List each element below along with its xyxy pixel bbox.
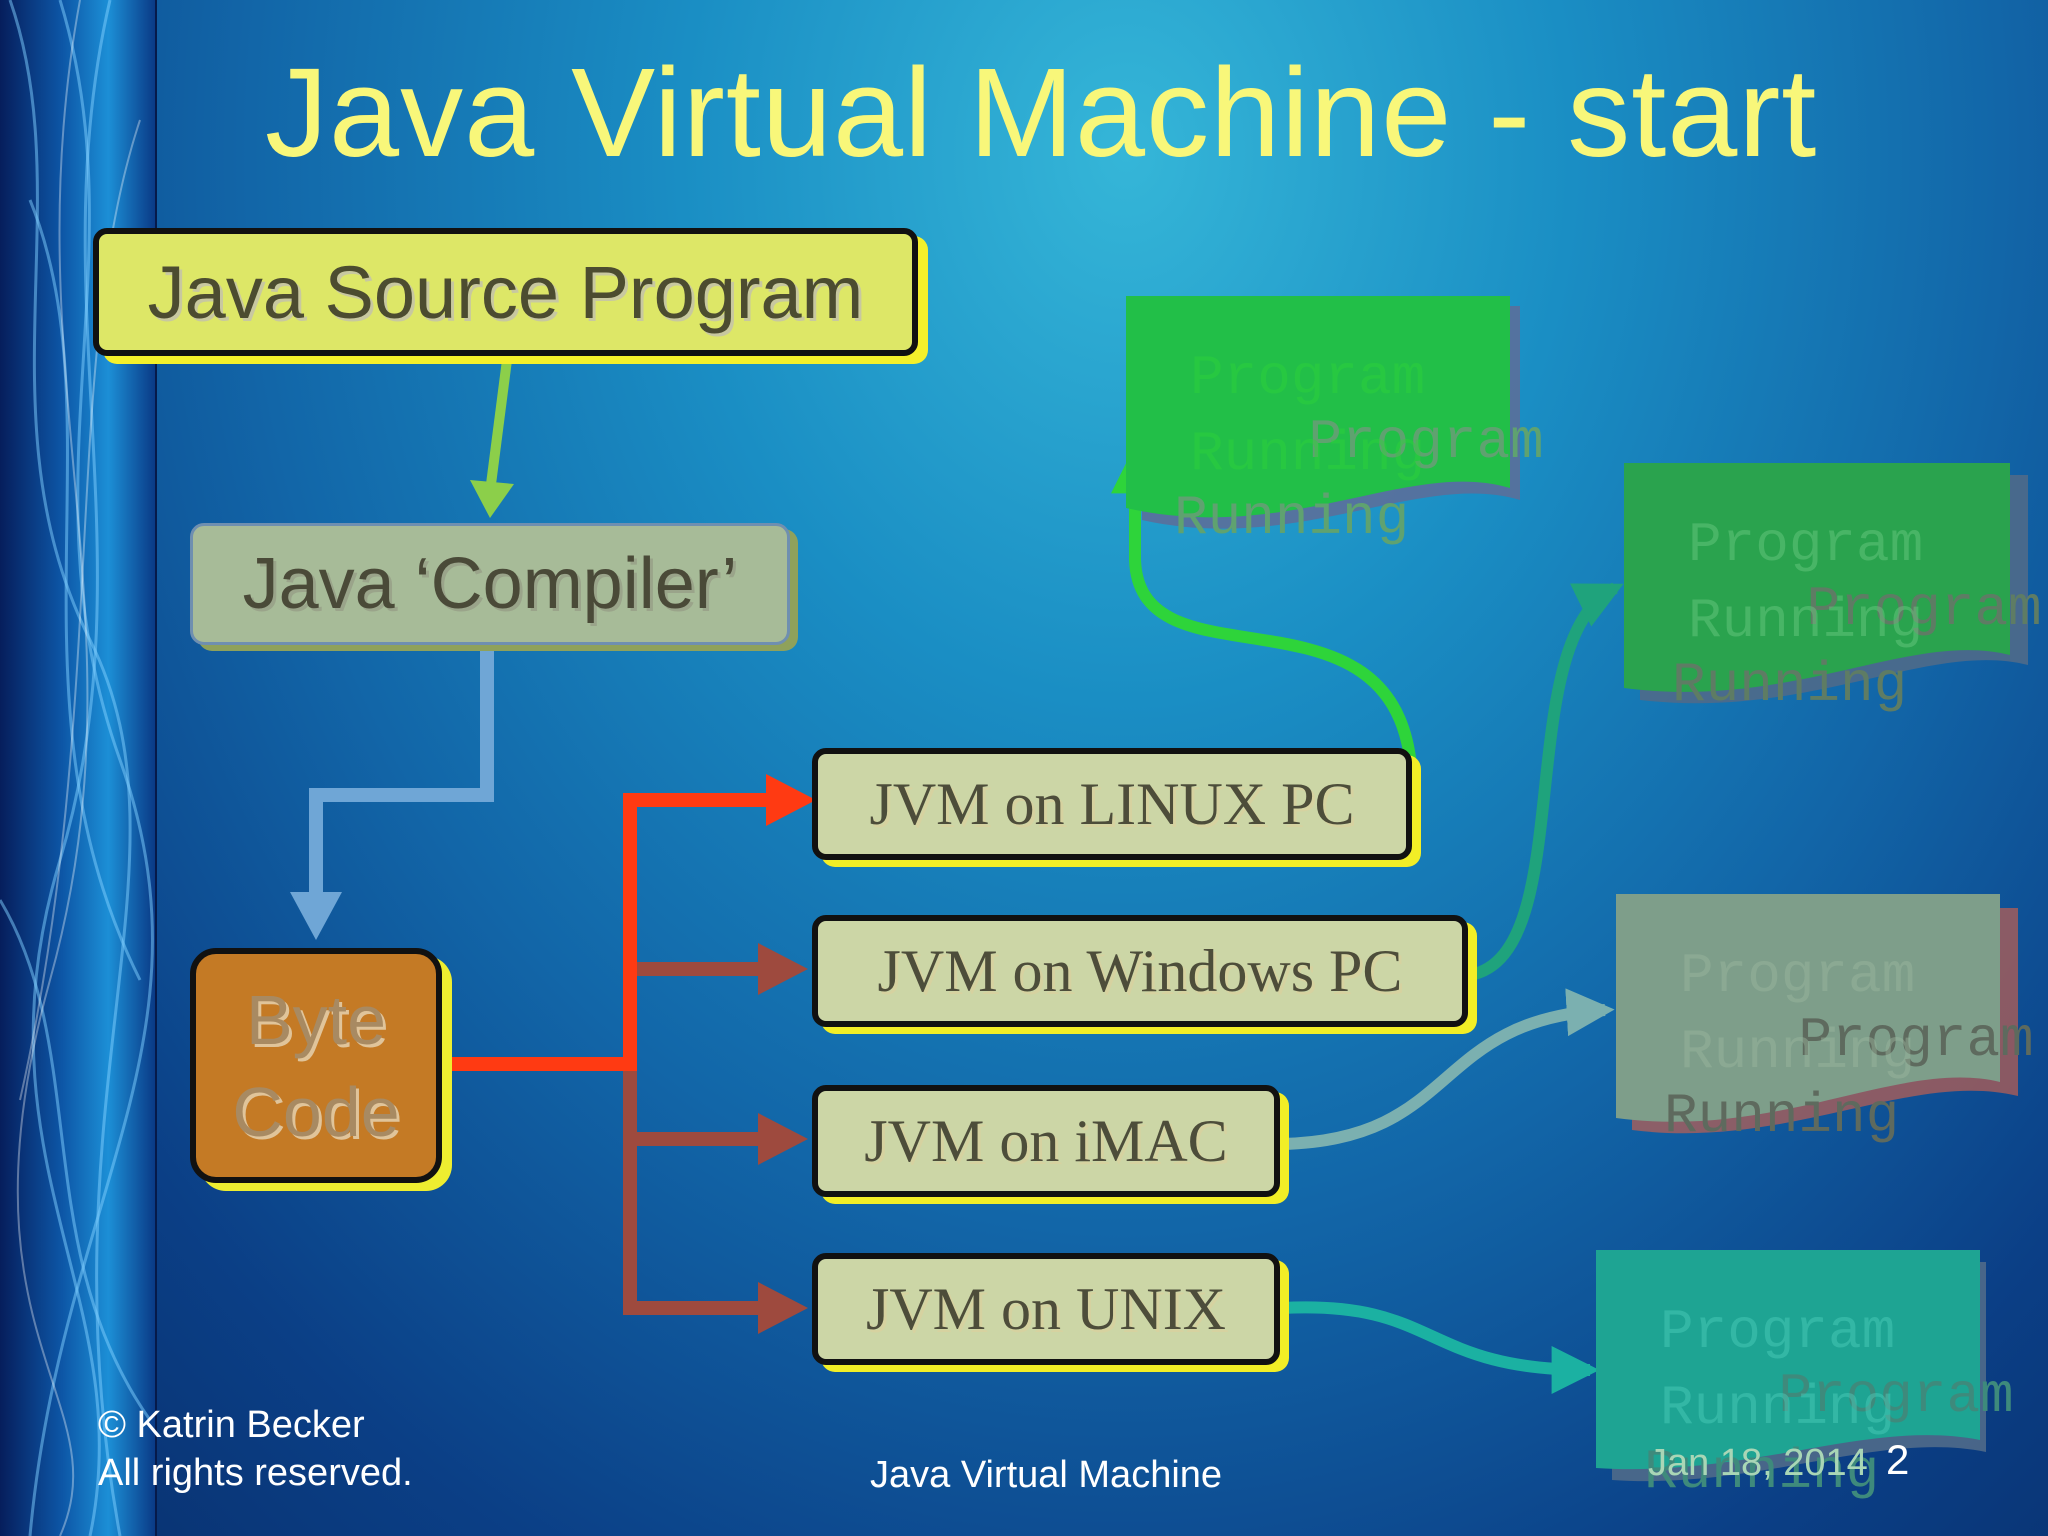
label-line2: Running: [1672, 653, 1908, 717]
doc-shape-linux: [1126, 296, 1520, 529]
arrow-windows-to-running: [1468, 582, 1624, 981]
footer-copyright-line1: © Katrin Becker: [98, 1404, 365, 1446]
label-line1: Program: [1798, 1008, 2034, 1072]
doc-shape-windows: [1624, 463, 2028, 704]
node-byte-code: Byte Code: [190, 948, 442, 1183]
ghost-label-line2: Running: [1688, 589, 1924, 653]
arrow-to-unix: [758, 1282, 808, 1334]
ghost-label-line1: Program: [1680, 944, 1916, 1008]
node-java-source-program: Java Source Program: [93, 228, 918, 356]
node-label: JVM on LINUX PC: [869, 770, 1355, 837]
label-line1: Program: [1806, 577, 2042, 641]
ghost-label-line2: Running: [1680, 1020, 1916, 1084]
arrow-unix-to-running: [1281, 1301, 1600, 1394]
node-jvm-linux: JVM on LINUX PC: [812, 748, 1412, 860]
slide-title: Java Virtual Machine - start: [265, 42, 1818, 183]
node-jvm-windows: JVM on Windows PC: [812, 915, 1468, 1027]
arrow-source-to-compiler: [470, 359, 514, 518]
arrow-to-imac: [758, 1113, 808, 1165]
ghost-label-line2: Running: [1190, 422, 1426, 486]
label-line1: Program: [1308, 410, 1544, 474]
doc-shape-unix: [1596, 1250, 1986, 1482]
label-line2: Running: [1664, 1084, 1900, 1148]
footer-copyright-line2: All rights reserved.: [98, 1452, 413, 1494]
label-line1: Program: [1778, 1364, 2014, 1428]
node-label: JVM on iMAC: [864, 1107, 1228, 1174]
footer-date: Jan 18, 2014: [1648, 1442, 1868, 1484]
ghost-label-line1: Program: [1688, 513, 1924, 577]
ghost-label-line2: Running: [1660, 1376, 1896, 1440]
label-line2: Running: [1644, 1440, 1880, 1504]
arrow-linux-to-running: [1111, 445, 1419, 801]
arrow-to-linux: [766, 774, 816, 826]
node-label: JVM on Windows PC: [877, 937, 1403, 1004]
label-line2: Running: [1174, 486, 1410, 550]
node-java-compiler: Java ‘Compiler’: [190, 523, 790, 645]
footer-title: Java Virtual Machine: [870, 1454, 1223, 1496]
arrow-compiler-to-bytecode: [290, 650, 494, 940]
node-label-line1: Byte: [245, 980, 387, 1059]
node-label-line2: Code: [232, 1072, 400, 1151]
node-label: JVM on UNIX: [866, 1275, 1226, 1342]
doc-shape-imac: [1616, 894, 2018, 1134]
node-jvm-unix: JVM on UNIX: [812, 1253, 1280, 1365]
footer-page-number: 2: [1886, 1436, 1910, 1483]
ghost-label-line1: Program: [1190, 346, 1426, 410]
arrow-imac-to-running: [1281, 988, 1615, 1150]
node-jvm-imac: JVM on iMAC: [812, 1085, 1280, 1197]
arrow-to-windows: [758, 943, 808, 995]
ghost-label-line1: Program: [1660, 1300, 1896, 1364]
arrow-bytecode-branch: [448, 774, 816, 1334]
node-label: Java Source Program: [147, 250, 864, 334]
node-label: Java ‘Compiler’: [242, 544, 738, 624]
swirl-decoration: [0, 0, 154, 1536]
